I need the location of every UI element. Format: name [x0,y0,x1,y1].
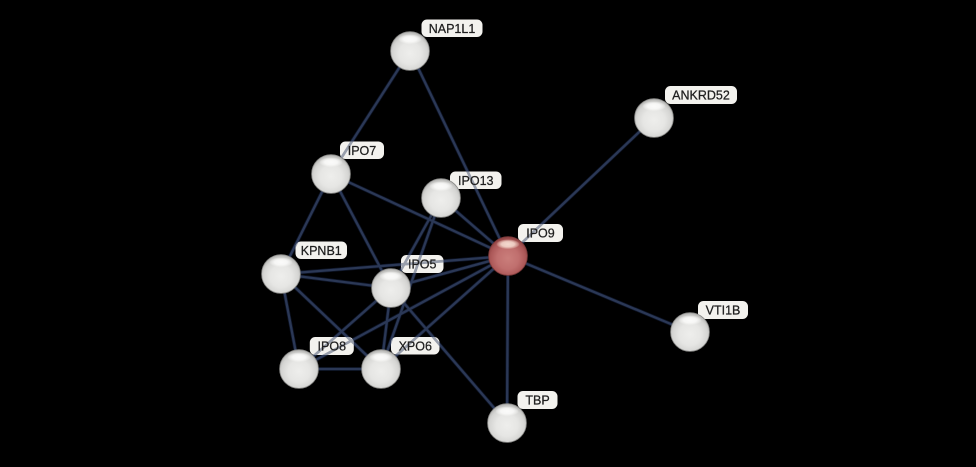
svg-text:IPO8: IPO8 [318,340,347,354]
svg-text:TBP: TBP [525,394,549,408]
svg-text:NAP1L1: NAP1L1 [429,22,476,36]
svg-text:IPO13: IPO13 [458,174,493,188]
svg-text:IPO9: IPO9 [526,227,555,241]
svg-text:KPNB1: KPNB1 [301,244,342,258]
svg-text:VTI1B: VTI1B [706,304,741,318]
svg-text:ANKRD52: ANKRD52 [672,89,730,103]
svg-text:IPO5: IPO5 [408,258,437,272]
svg-text:IPO7: IPO7 [348,144,377,158]
svg-text:XPO6: XPO6 [399,339,432,353]
